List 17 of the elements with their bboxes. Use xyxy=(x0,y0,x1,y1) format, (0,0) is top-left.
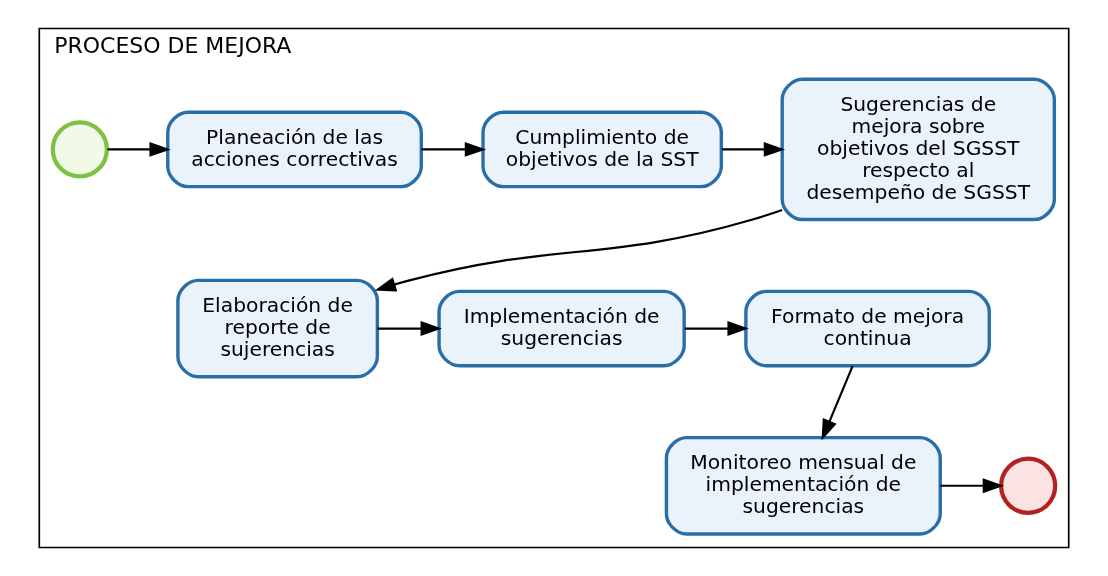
arrow xyxy=(684,321,749,337)
node-box: Implementación de sugerencias xyxy=(437,289,686,368)
node-box: Planeación de las acciones correctivas xyxy=(166,110,423,189)
arrow xyxy=(721,141,786,157)
arrow xyxy=(940,478,1005,494)
arrow xyxy=(421,141,487,157)
node-box: Elaboración de reporte de sujerencias xyxy=(176,278,380,379)
node-circle xyxy=(999,456,1058,515)
node-box: Monitoreo mensual de implementación de sugerencias xyxy=(664,435,942,536)
arrow xyxy=(377,321,442,337)
node-box: Cumplimiento de objetivos de la SST xyxy=(481,110,724,189)
node-circle xyxy=(50,120,109,179)
node-box: Sugerencias de mejora sobre objetivos del SGSST respecto al desempeño de SGSST xyxy=(780,77,1057,222)
node-box: Formato de mejora continua xyxy=(744,289,991,368)
arrow xyxy=(821,365,854,441)
arrow xyxy=(107,141,171,157)
arrow xyxy=(374,209,783,292)
